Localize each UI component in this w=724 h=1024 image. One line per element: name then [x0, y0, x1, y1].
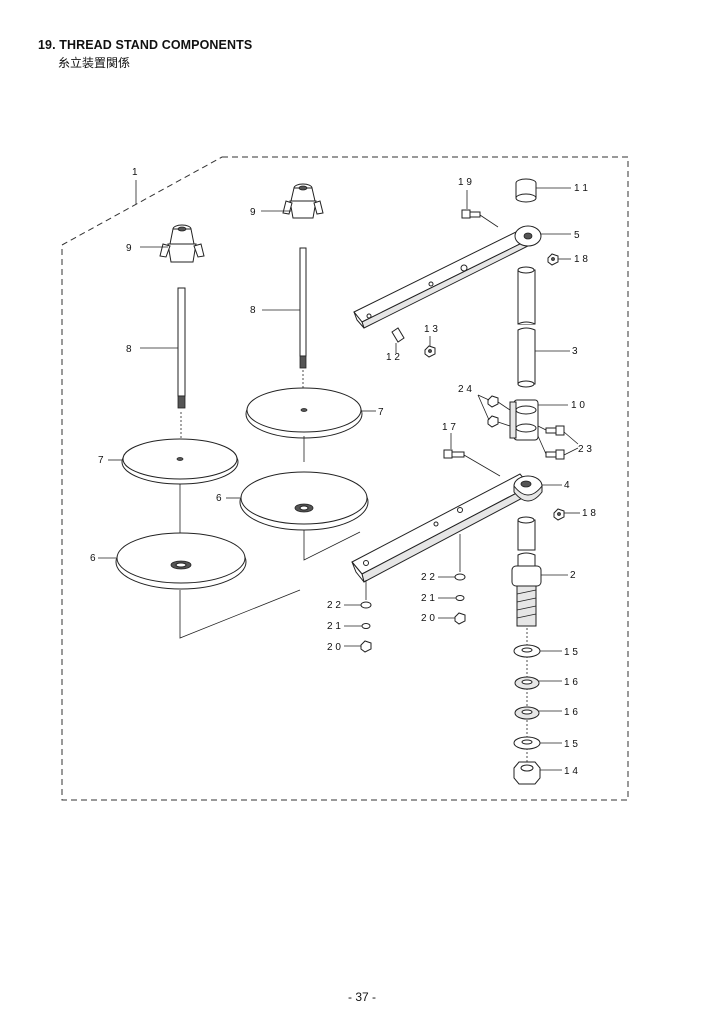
callout-5: 5 [574, 230, 580, 241]
page-title: 19. THREAD STAND COMPONENTS [38, 38, 253, 52]
nut-20-mid [454, 612, 466, 625]
callout-11: 1 1 [574, 183, 588, 194]
assembly-boundary [61, 156, 629, 801]
nut-18-lower [553, 508, 565, 521]
base-disc-left [115, 532, 247, 590]
callout-3: 3 [572, 346, 578, 357]
column-2 [511, 516, 542, 627]
callout-22-mid: 2 2 [421, 572, 435, 583]
disc-plate-right [245, 387, 363, 439]
callout-4: 4 [564, 480, 570, 491]
callout-18-lower: 1 8 [582, 508, 596, 519]
callout-16-lower: 1 6 [564, 707, 578, 718]
callout-18-upper: 1 8 [574, 254, 588, 265]
callout-7-left: 7 [98, 455, 104, 466]
nut-18-upper [547, 253, 559, 266]
screws-23 [545, 425, 565, 460]
washer-15-upper [513, 644, 541, 658]
nut-20-left [360, 640, 372, 653]
callout-20-mid: 2 0 [421, 613, 435, 624]
washer-16-lower [514, 706, 540, 720]
callout-19: 1 9 [458, 177, 472, 188]
callout-2: 2 [570, 570, 576, 581]
upper-thread-guide-arm [353, 225, 542, 329]
pole-3 [517, 266, 536, 388]
washer-21-left [361, 623, 371, 629]
spool-rod-right [299, 247, 307, 369]
callout-10: 1 0 [571, 400, 585, 411]
pin-12 [391, 327, 405, 343]
callout-15-lower: 1 5 [564, 739, 578, 750]
callout-20-left: 2 0 [327, 642, 341, 653]
callout-14: 1 4 [564, 766, 578, 777]
callout-6-left: 6 [90, 553, 96, 564]
callout-9-left: 9 [126, 243, 132, 254]
callout-6-right: 6 [216, 493, 222, 504]
screw-17 [443, 449, 465, 459]
callout-8-left: 8 [126, 344, 132, 355]
page-subtitle: 糸立装置関係 [58, 56, 131, 70]
nut-14 [513, 761, 541, 785]
callout-22-left: 2 2 [327, 600, 341, 611]
callout-17: 1 7 [442, 422, 456, 433]
callout-12: 1 2 [386, 352, 400, 363]
callout-9-right: 9 [250, 207, 256, 218]
washer-21-mid [455, 595, 465, 601]
spool-holder-right [282, 183, 324, 219]
callout-23: 2 3 [578, 444, 592, 455]
cap-11 [515, 178, 537, 203]
spool-holder-left [159, 224, 205, 263]
nuts-24 [487, 395, 499, 428]
callout-15-upper: 1 5 [564, 647, 578, 658]
callout-7-right: 7 [378, 407, 384, 418]
callout-8-right: 8 [250, 305, 256, 316]
callout-13: 1 3 [424, 324, 438, 335]
base-disc-right [239, 471, 369, 531]
screw-19 [461, 209, 481, 219]
callout-21-left: 2 1 [327, 621, 341, 632]
disc-plate-left [121, 438, 239, 485]
page-number: - 37 - [347, 990, 376, 1004]
washer-22-left [360, 601, 372, 609]
spool-rod-left [177, 287, 186, 409]
lower-base-arm [351, 473, 543, 583]
washer-15-lower [513, 736, 541, 750]
callout-24: 2 4 [458, 384, 472, 395]
callout-21-mid: 2 1 [421, 593, 435, 604]
nut-13 [424, 345, 436, 358]
clamp-10 [509, 399, 539, 441]
callout-1: 1 [132, 167, 138, 178]
washer-16-upper [514, 676, 540, 690]
washer-22-mid [454, 573, 466, 581]
callout-16-upper: 1 6 [564, 677, 578, 688]
